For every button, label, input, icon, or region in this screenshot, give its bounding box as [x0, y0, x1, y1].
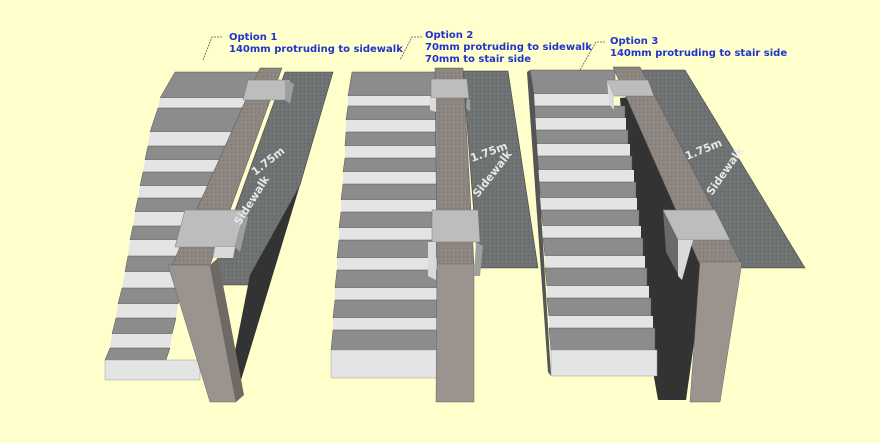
stair-steps — [330, 71, 441, 379]
option-3-diagram: 1.75m Sidewalk — [527, 41, 806, 403]
stair-steps — [527, 69, 658, 377]
option-1-label: Option 1 140mm protruding to sidewalk — [229, 32, 403, 56]
option-1-title: Option 1 — [229, 32, 278, 43]
coping-cap-top — [430, 78, 470, 99]
option-3-line-1: 140mm protruding to stair side — [610, 48, 788, 59]
wall-face — [435, 263, 475, 403]
option-1-line-1: 140mm protruding to sidewalk — [229, 44, 403, 55]
option-2-title: Option 2 — [425, 30, 474, 41]
wall-face — [689, 261, 743, 403]
option-3-label: Option 3 140mm protruding to stair side — [610, 36, 787, 60]
coping-cap-top — [242, 79, 291, 101]
pointer-line — [202, 36, 222, 61]
pointer-line — [579, 41, 605, 71]
pointer-line — [399, 36, 422, 61]
coping-cap-bottom — [431, 209, 481, 243]
option-2-label: Option 2 70mm protruding to sidewalk 70m… — [425, 30, 592, 66]
option-2-line-1: 70mm protruding to sidewalk — [425, 42, 592, 53]
option-3-title: Option 3 — [610, 36, 659, 47]
option-2-line-2: 70mm to stair side — [425, 54, 532, 65]
option-1-diagram: 1.75m Sidewalk — [104, 36, 334, 403]
coping-cap-top — [606, 79, 655, 97]
option-2-diagram: 1.75m Sidewalk — [330, 36, 539, 403]
sidewalk-surface — [462, 70, 539, 269]
